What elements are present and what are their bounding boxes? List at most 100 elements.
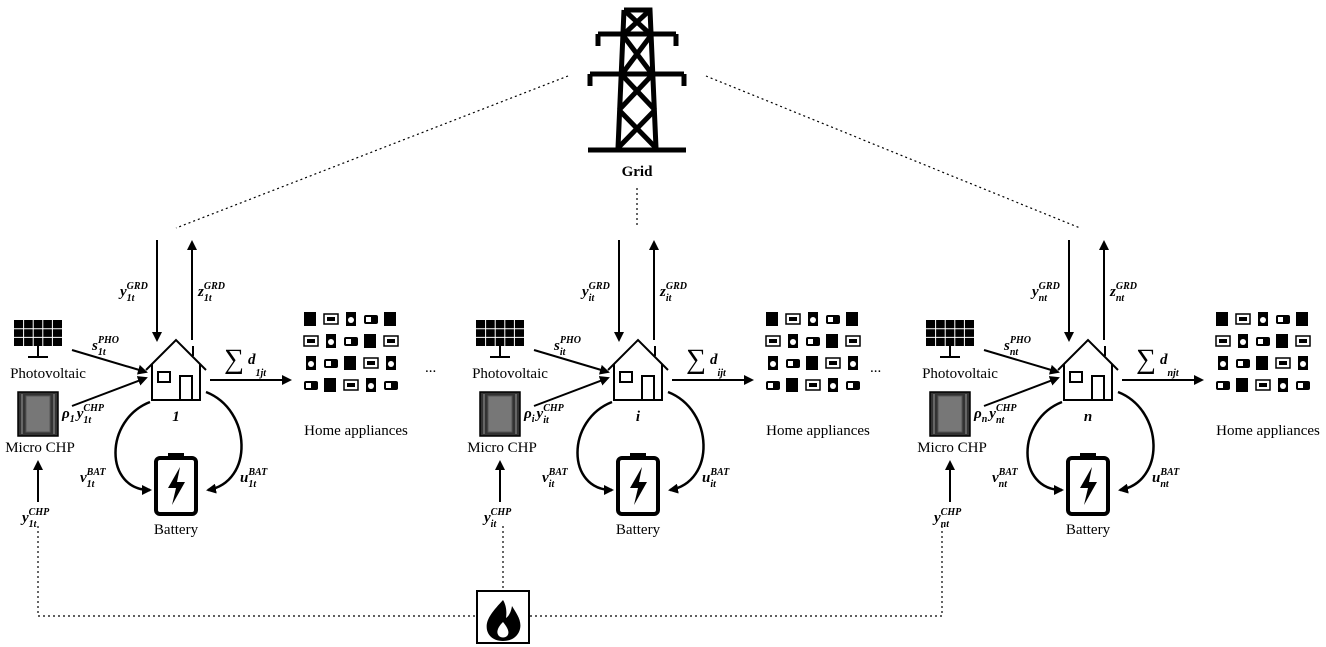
pv-output-variable-sub: it bbox=[560, 347, 567, 358]
battery-discharge-variable-sup: BAT bbox=[548, 467, 569, 478]
battery-charge-arrow bbox=[668, 392, 704, 490]
grid-export-variable-sub: it bbox=[666, 293, 673, 304]
battery-discharge-variable-sub: it bbox=[549, 479, 556, 490]
battery-charge-variable: uBATit bbox=[702, 467, 730, 490]
ellipsis-1: ... bbox=[425, 360, 436, 376]
pv-output-variable-sup: PHO bbox=[1010, 335, 1031, 346]
grid-import-variable-sup: GRD bbox=[127, 281, 148, 292]
battery-label: Battery bbox=[1066, 522, 1111, 538]
battery-charging-icon bbox=[156, 453, 196, 514]
micro-chp-label: Micro CHP bbox=[917, 440, 987, 456]
chp-output-variable-prefix-sub: 1 bbox=[70, 414, 75, 425]
home-appliances-label: Home appliances bbox=[304, 423, 408, 439]
chp-output-variable-sup: CHP bbox=[996, 403, 1017, 414]
battery-label: Battery bbox=[154, 522, 199, 538]
home-appliances-label: Home appliances bbox=[1216, 423, 1320, 439]
battery-charge-variable-sup: BAT bbox=[709, 467, 730, 478]
pv-output-variable-sub: nt bbox=[1010, 347, 1020, 358]
house-icon bbox=[608, 340, 668, 400]
household-index-label: i bbox=[636, 409, 641, 425]
grid-export-variable-sup: GRD bbox=[666, 281, 687, 292]
chp-gas-variable-base: y bbox=[20, 510, 29, 526]
battery-discharge-variable-sub: 1t bbox=[87, 479, 96, 490]
chp-output-variable-prefix-sub: i bbox=[532, 414, 535, 425]
grid-label: Grid bbox=[622, 164, 653, 180]
micro-chp-label: Micro CHP bbox=[5, 440, 75, 456]
pv-output-variable: sPHOit bbox=[553, 335, 581, 358]
chp-to-house-arrow bbox=[534, 378, 608, 406]
sum-symbol: ∑ bbox=[1136, 344, 1156, 375]
battery-charging-icon bbox=[1068, 453, 1108, 514]
demand-variable: d1jt bbox=[248, 352, 267, 379]
household-index-label: n bbox=[1084, 409, 1092, 425]
demand-variable: dijt bbox=[710, 352, 727, 379]
chp-output-variable-sub: it bbox=[543, 415, 550, 426]
chp-gas-variable-base: y bbox=[482, 510, 491, 526]
photovoltaic-label: Photovoltaic bbox=[10, 366, 86, 382]
battery-charge-variable-sub: nt bbox=[1160, 479, 1170, 490]
chp-gas-variable-base: y bbox=[932, 510, 941, 526]
chp-output-variable-prefix: ρ bbox=[523, 406, 532, 422]
chp-output-variable-sup: CHP bbox=[83, 403, 104, 414]
battery-discharge-variable: vBAT1t bbox=[80, 467, 106, 490]
gas-flame-icon bbox=[477, 591, 529, 643]
home-appliances-label: Home appliances bbox=[766, 423, 870, 439]
grid-export-variable-sub: 1t bbox=[204, 293, 213, 304]
battery-discharge-variable-sup: BAT bbox=[86, 467, 107, 478]
chp-output-variable-prefix: ρ bbox=[973, 406, 982, 422]
chp-output-variable-base: y bbox=[535, 406, 544, 422]
home-appliances-grid-icon bbox=[766, 312, 860, 392]
house-icon bbox=[1058, 340, 1118, 400]
house-icon bbox=[146, 340, 206, 400]
grid-export-variable-sub: nt bbox=[1116, 293, 1126, 304]
grid-import-variable-base: y bbox=[580, 284, 589, 300]
chp-output-variable-base: y bbox=[987, 406, 996, 422]
battery-discharge-arrow bbox=[578, 402, 613, 490]
battery-charge-variable-sub: it bbox=[710, 479, 717, 490]
battery-charge-variable-sup: BAT bbox=[1159, 467, 1180, 478]
grid-import-variable-sup: GRD bbox=[589, 281, 610, 292]
micro-chp-label: Micro CHP bbox=[467, 440, 537, 456]
grid-import-variable-sup: GRD bbox=[1039, 281, 1060, 292]
ellipsis-2: ... bbox=[870, 360, 881, 376]
battery-charge-arrow bbox=[1118, 392, 1154, 490]
chp-output-variable-base: y bbox=[75, 406, 84, 422]
chp-output-variable-sub: 1t bbox=[83, 415, 92, 426]
grid-import-variable-sub: 1t bbox=[127, 293, 136, 304]
battery-discharge-arrow bbox=[1028, 402, 1063, 490]
chp-gas-variable: yCHP1t bbox=[20, 507, 50, 530]
chp-output-variable-sub: nt bbox=[996, 415, 1006, 426]
chp-gas-variable-sup: CHP bbox=[491, 507, 512, 518]
pv-output-variable-sub: 1t bbox=[98, 347, 107, 358]
chp-gas-variable-sub: nt bbox=[941, 519, 951, 530]
grid-import-variable-base: y bbox=[118, 284, 127, 300]
chp-output-variable-prefix: ρ bbox=[61, 406, 70, 422]
demand-variable-sub: njt bbox=[1168, 368, 1180, 379]
demand-variable-base: d bbox=[248, 352, 256, 368]
demand-variable-base: d bbox=[1160, 352, 1168, 368]
battery-discharge-variable-sub: nt bbox=[999, 479, 1009, 490]
home-appliances-grid-icon bbox=[304, 312, 398, 392]
battery-charge-variable-base: u bbox=[702, 470, 710, 486]
demand-variable-sub: ijt bbox=[718, 368, 728, 379]
chp-output-variable-prefix-sub: n bbox=[982, 414, 988, 425]
grid-export-variable-sup: GRD bbox=[1116, 281, 1137, 292]
chp-gas-variable: yCHPnt bbox=[932, 507, 962, 530]
pv-output-variable-sup: PHO bbox=[98, 335, 119, 346]
micro-chp-unit-icon bbox=[480, 392, 520, 436]
chp-to-house-arrow bbox=[72, 378, 146, 406]
solar-panel-icon bbox=[14, 320, 62, 357]
